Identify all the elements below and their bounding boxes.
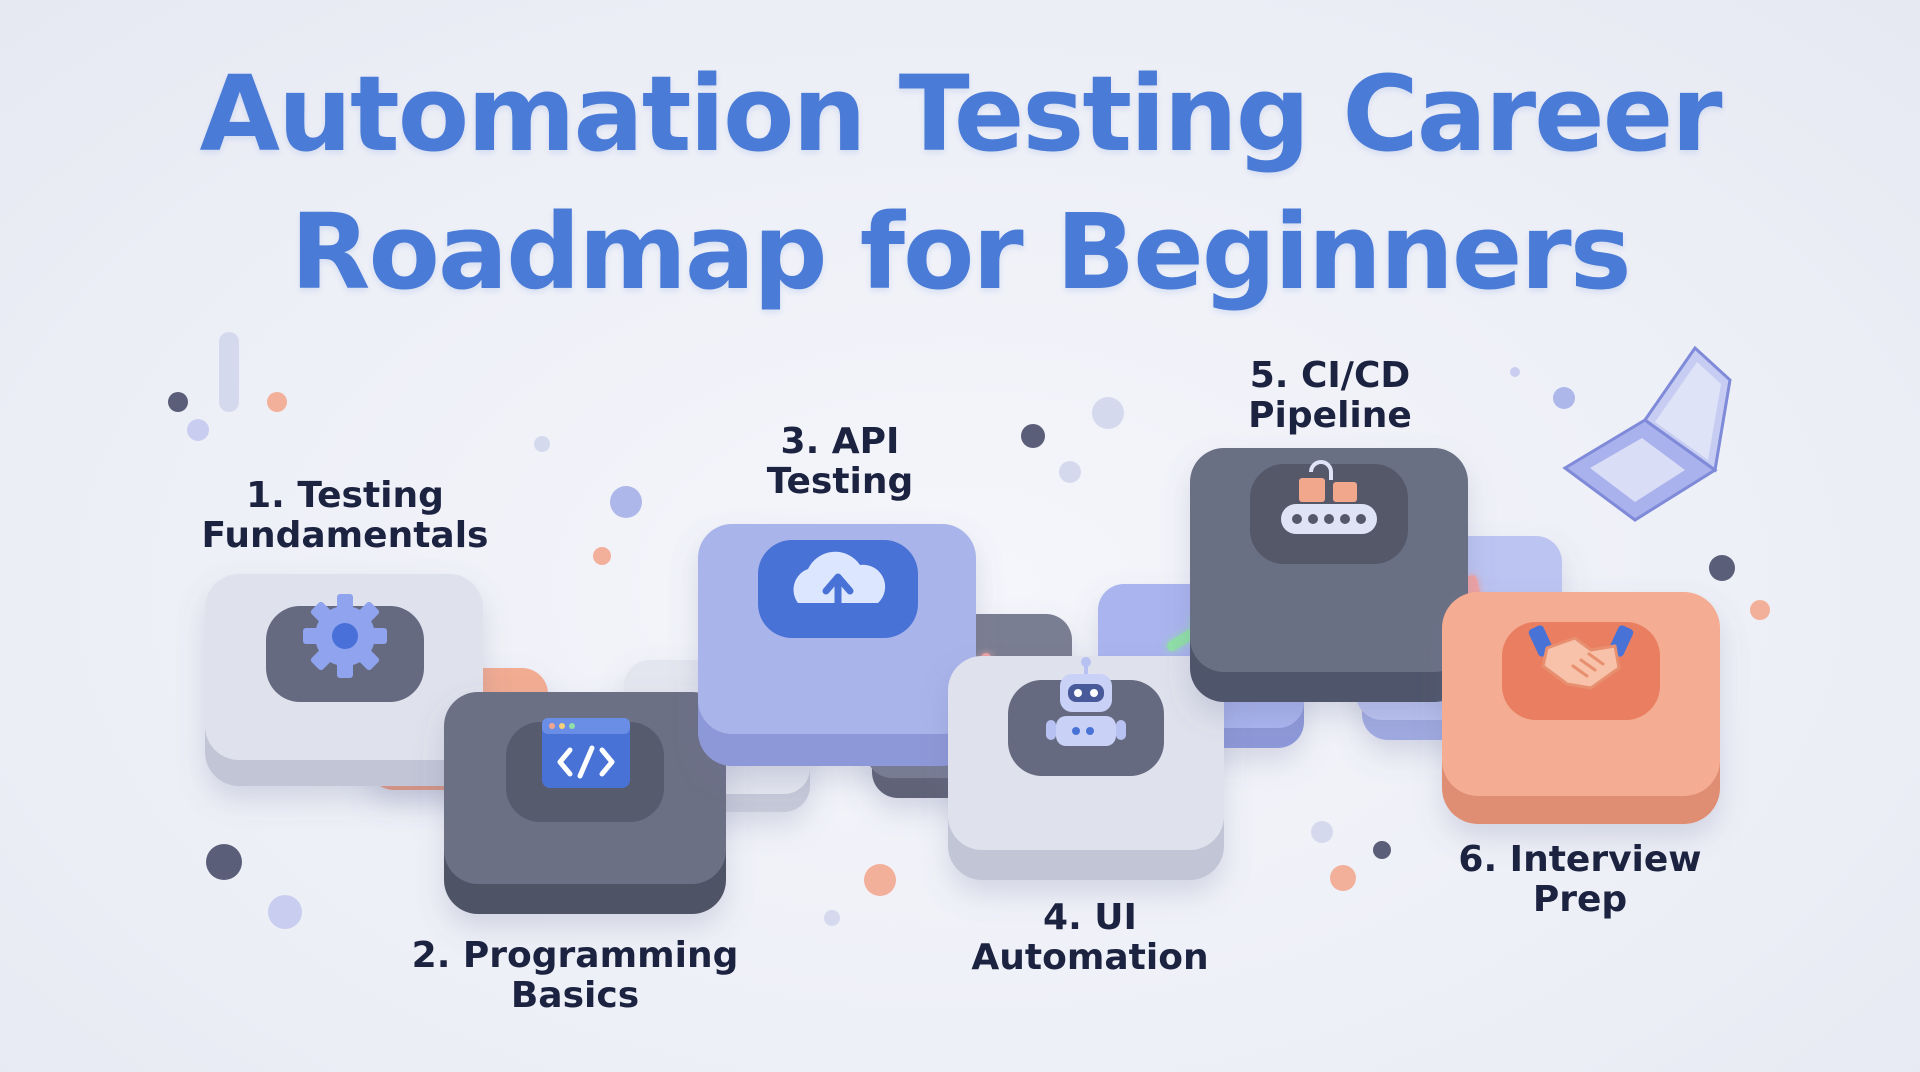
step-4-title: 4. UI	[1043, 897, 1137, 938]
step-6-block	[1442, 592, 1720, 824]
step-5-title: 5. CI/CD	[1249, 355, 1411, 396]
step-6-label: 6. Interview Prep	[1400, 840, 1760, 920]
step-6-subtitle: Prep	[1532, 879, 1628, 920]
step-3-title: 3. API	[780, 421, 900, 462]
page-title-line-2: Roadmap for Beginners	[290, 191, 1631, 313]
step-4-block	[948, 656, 1224, 880]
conveyor-belt-icon	[1281, 460, 1377, 534]
step-5-subtitle: Pipeline	[1248, 395, 1412, 436]
step-3-block	[698, 524, 976, 766]
robot-icon	[1046, 657, 1126, 746]
step-1-label: 1. Testing Fundamentals	[130, 476, 560, 556]
step-3-subtitle: Testing	[766, 461, 914, 502]
step-6-title: 6. Interview	[1458, 839, 1702, 880]
step-5-block	[1190, 448, 1468, 702]
step-2-label: 2. Programming Basics	[355, 936, 795, 1016]
step-2-subtitle: Basics	[510, 975, 640, 1016]
page-title-line-1: Automation Testing Career	[199, 53, 1722, 175]
laptop-icon	[1562, 345, 1732, 522]
step-1-subtitle: Fundamentals	[201, 515, 489, 556]
step-5-label: 5. CI/CD Pipeline	[1160, 356, 1500, 436]
step-2-block	[444, 692, 726, 914]
decorative-dots	[168, 332, 1770, 929]
step-2-title: 2. Programming	[411, 935, 739, 976]
handshake-icon	[1528, 625, 1634, 690]
gear-icon	[303, 594, 387, 678]
step-4-subtitle: Automation	[971, 937, 1209, 978]
step-3-label: 3. API Testing	[670, 422, 1010, 502]
step-1-title: 1. Testing	[246, 475, 444, 516]
code-window-icon	[542, 718, 630, 788]
step-1-block	[205, 574, 483, 786]
step-4-label: 4. UI Automation	[920, 898, 1260, 978]
cloud-upload-icon	[793, 551, 886, 611]
